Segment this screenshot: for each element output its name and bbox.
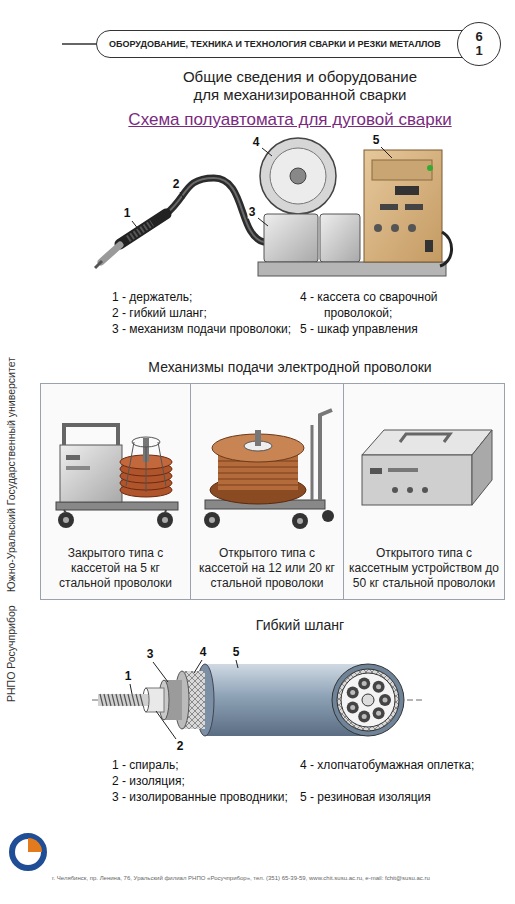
section-heading: Механизмы подачи электродной проволоки [148, 359, 431, 375]
panel-caption: Открытого типа с кассетой на 12 или 20 к… [196, 546, 338, 591]
header-band: ОБОРУДОВАНИЕ, ТЕХНИКА И ТЕХНОЛОГИЯ СВАРК… [96, 30, 494, 58]
section-heading: Гибкий шланг [256, 617, 344, 633]
feeder-panel: Открытого типа с кассетой на 12 или 20 к… [190, 383, 344, 600]
callout-number: 1 [124, 670, 133, 683]
page-number: 6 [475, 30, 482, 44]
callout-number: 4 [199, 646, 208, 659]
callout-number: 5 [232, 646, 241, 659]
subtitle: Схема полуавтомата для дуговой сварки [128, 110, 451, 130]
page-title: Общие сведения и оборудование для механи… [180, 68, 420, 104]
part-key: 2 - гибкий шланг; [112, 305, 207, 321]
panel-caption: Открытого типа с кассетным устройством д… [349, 546, 499, 591]
callout-number: 1 [123, 207, 132, 220]
footer-note: г. Челябинск, пр. Ленина, 76, Уральский … [52, 874, 507, 882]
feeder-panel: Закрытого типа с кассетой на 5 кг стальн… [40, 383, 191, 600]
part-key: 4 - кассета со сварочной проволокой; [300, 289, 485, 321]
feeder-panel: Открытого типа с кассетным устройством д… [343, 383, 505, 600]
vertical-imprint: Южно-Уральский Государственный университ… [5, 357, 17, 592]
part-key: 1 - держатель; [112, 289, 192, 305]
part-key: 2 - изоляция; [112, 773, 185, 789]
part-key: 3 - механизм подачи проволоки; [112, 321, 291, 337]
callout-number: 5 [372, 134, 381, 147]
header-text: ОБОРУДОВАНИЕ, ТЕХНИКА И ТЕХНОЛОГИЯ СВАРК… [109, 39, 441, 49]
vertical-imprint: РНПО Росучприбор [5, 605, 17, 702]
page-number-badge: 61 [457, 22, 501, 66]
part-key: 5 - резиновая изоляция [300, 789, 431, 805]
callout-number: 3 [248, 206, 257, 219]
callout-number: 2 [172, 178, 181, 191]
part-key: 5 - шкаф управления [300, 321, 418, 337]
part-key: 4 - хлопчатобумажная оплетка; [300, 757, 480, 773]
callout-number: 4 [252, 136, 261, 149]
callout-number: 3 [146, 648, 155, 661]
part-key: 1 - спираль; [112, 757, 178, 773]
page-number: 1 [475, 44, 482, 58]
part-key: 3 - изолированные проводники; [112, 789, 288, 805]
callout-number: 2 [176, 740, 185, 753]
panel-caption: Закрытого типа с кассетой на 5 кг стальн… [46, 546, 185, 591]
